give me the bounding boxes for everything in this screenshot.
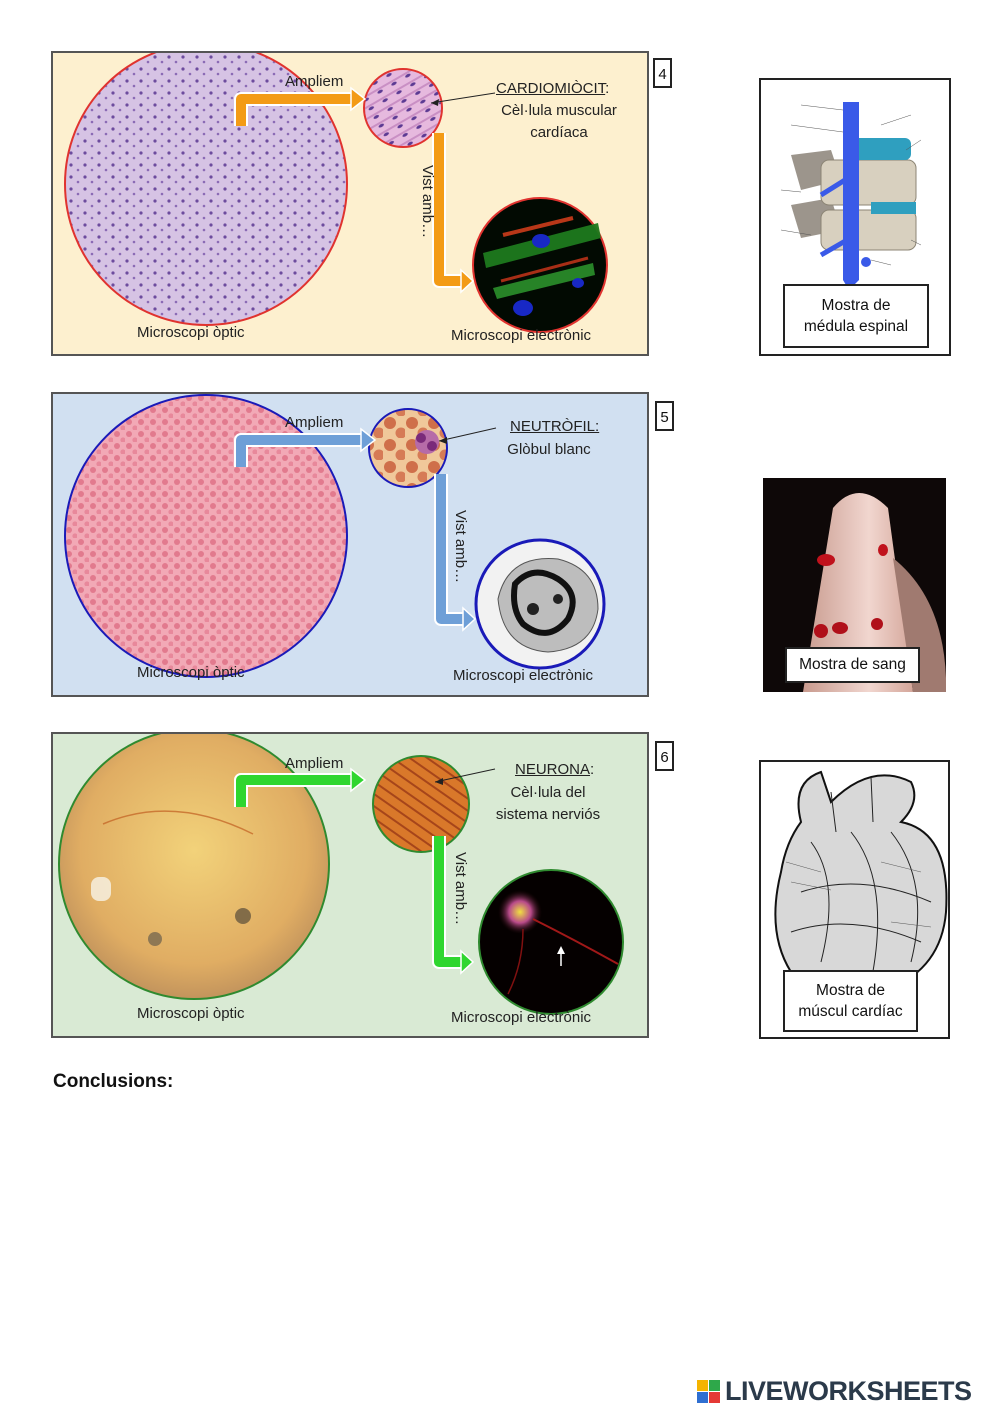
brand-name: LIVEWORKSHEETS	[725, 1376, 972, 1406]
electron-view-neuron	[478, 869, 624, 1015]
caption-line-2: múscul cardíac	[798, 1003, 903, 1020]
conclusions-label: Conclusions:	[53, 1071, 174, 1092]
zoom-view-neutrophil	[368, 408, 448, 488]
vist-label: Vist amb…	[452, 852, 469, 926]
panel-5-graphics	[64, 394, 606, 678]
cell-desc-line-1: Cèl·lula del	[510, 784, 586, 801]
zoom-label: Ampliem	[285, 73, 344, 90]
cell-title-suffix: :	[605, 80, 610, 97]
neutrophil-nucleus	[415, 430, 439, 454]
optical-view-neuron	[58, 734, 330, 1000]
optical-neuron-details	[91, 810, 254, 946]
cell-title-text: CARDIOMIÒCIT	[496, 80, 606, 97]
liveworksheets-logo-icon	[697, 1380, 720, 1403]
zoom-arrow-head-6	[350, 767, 367, 793]
panel-4-graphics	[64, 53, 608, 333]
cell-title-text: NEURONA	[515, 761, 591, 778]
vist-arrow-head-4	[460, 268, 475, 294]
card-caption: Mostra de médula espinal	[783, 284, 929, 348]
caption-line-2: médula espinal	[803, 318, 909, 335]
caption-line-1: Mostra de	[821, 297, 891, 314]
card-blood: Mostra de sang	[763, 478, 946, 692]
cell-title: NEURONA:	[515, 761, 594, 778]
cell-desc-line-2: cardíaca	[530, 124, 588, 141]
cell-desc-line-2: sistema nerviós	[495, 806, 601, 823]
zoom-arrow-head-5	[360, 427, 377, 453]
caption-line-1: Mostra de	[816, 982, 885, 999]
card-heart: Mostra de múscul cardíac	[759, 760, 950, 1039]
electron-label: Microscopi electrònic	[451, 327, 592, 344]
panel-number-4: 4	[653, 58, 672, 88]
zoom-view-cardiomyocyte	[363, 68, 443, 148]
panel-6-graphics	[58, 734, 624, 1015]
optical-label: Microscopi òptic	[137, 324, 245, 341]
zoom-label: Ampliem	[285, 755, 344, 772]
vist-label: Vist amb…	[452, 510, 469, 584]
optical-view-cardiomyocyte	[64, 53, 348, 326]
electron-neuron-cell	[498, 890, 619, 995]
electron-label: Microscopi electrònic	[451, 1009, 592, 1026]
cell-desc-line-1: Glòbul blanc	[507, 441, 591, 458]
cell-title-text: NEUTRÒFIL:	[510, 418, 600, 435]
optical-label: Microscopi òptic	[137, 664, 245, 681]
electron-label: Microscopi electrònic	[453, 667, 594, 684]
electron-fibers	[483, 216, 601, 316]
cell-desc-line-1: Cèl·lula muscular	[501, 102, 617, 119]
card-caption: Mostra de sang	[785, 647, 920, 683]
card-spinal-cord: Mostra de médula espinal	[759, 78, 951, 356]
optical-label: Microscopi òptic	[137, 1005, 245, 1022]
panel-neuron: Ampliem NEURONA: Cèl·lula del sistema ne…	[51, 732, 649, 1038]
cell-title: CARDIOMIÒCIT:	[496, 80, 609, 97]
zoom-view-neuron	[372, 755, 470, 853]
cell-title-suffix: :	[590, 761, 595, 778]
zoom-label: Ampliem	[285, 414, 344, 431]
electron-neutrophil-cell	[497, 558, 599, 653]
panel-number-6: 6	[655, 741, 674, 771]
vist-arrow-head-5	[462, 606, 477, 632]
zoom-arrow-head-4	[350, 86, 367, 112]
cell-title: NEUTRÒFIL:	[510, 418, 599, 435]
vist-label: Vist amb…	[419, 165, 436, 239]
caption-line-1: Mostra de sang	[799, 656, 906, 673]
panel-number-5: 5	[655, 401, 674, 431]
panel-neutrophil: Ampliem NEUTRÒFIL: Glòbul blanc Vist amb…	[51, 392, 649, 697]
card-caption: Mostra de múscul cardíac	[783, 970, 918, 1032]
panel-cardiomyocyte: Ampliem CARDIOMIÒCIT: Cèl·lula muscular …	[51, 51, 649, 356]
vist-arrow-head-6	[460, 949, 475, 975]
optical-view-neutrophil	[64, 394, 348, 678]
